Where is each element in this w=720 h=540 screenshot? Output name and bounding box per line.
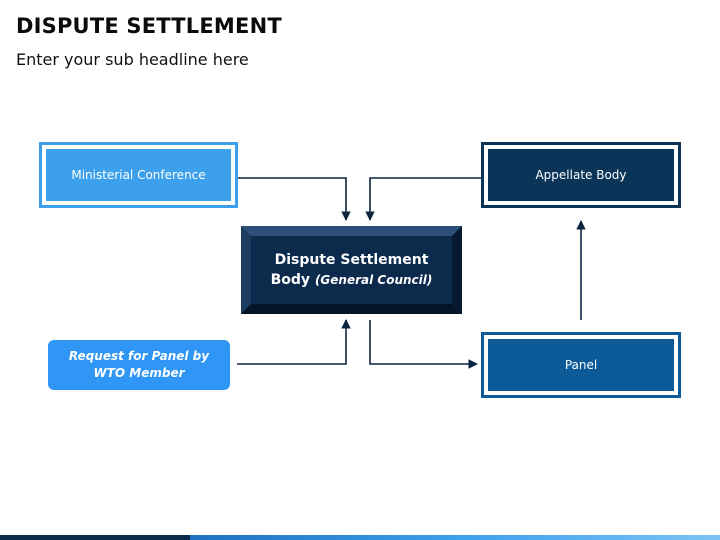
arrow-appellate-to-dsb <box>365 177 481 221</box>
page-subtitle: Enter your sub headline here <box>16 50 249 69</box>
panel-box: Panel <box>481 332 681 398</box>
dsb-label-line2: Body (General Council) <box>271 270 433 290</box>
bottom-accent-bar <box>0 535 720 540</box>
dsb-label: Dispute Settlement Body (General Council… <box>251 236 452 304</box>
dispute-settlement-body-box: Dispute Settlement Body (General Council… <box>241 226 462 314</box>
dsb-bevel <box>241 226 462 314</box>
arrow-dsb-to-panel <box>369 320 478 369</box>
dsb-label-general-council: (General Council) <box>314 273 433 287</box>
appellate-body-label: Appellate Body <box>488 149 674 201</box>
page-title: DISPUTE SETTLEMENT <box>16 14 282 38</box>
panel-label: Panel <box>488 339 674 391</box>
ministerial-conference-label: Ministerial Conference <box>46 149 231 201</box>
request-for-panel-label: Request for Panel by WTO Member <box>68 349 210 380</box>
dsb-label-line1: Dispute Settlement <box>274 252 429 268</box>
dsb-label-body: Body <box>270 272 311 288</box>
arrow-ministerial-to-dsb <box>238 177 351 221</box>
ministerial-conference-box: Ministerial Conference <box>39 142 238 208</box>
arrow-request-to-dsb <box>237 319 351 365</box>
request-for-panel-box: Request for Panel by WTO Member <box>48 340 230 390</box>
appellate-body-box: Appellate Body <box>481 142 681 208</box>
